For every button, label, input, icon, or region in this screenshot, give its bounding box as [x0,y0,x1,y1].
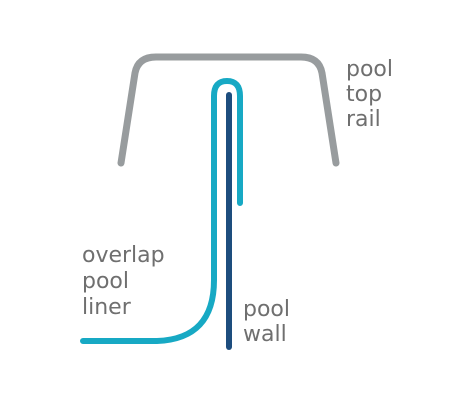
wall-label-line-2: wall [243,322,287,347]
rail-label-line-2: top [346,82,382,107]
pool-top-rail-label: pool top rail [346,57,393,132]
liner-label-line-3: liner [82,295,132,320]
overlap-pool-liner-shape [80,78,243,344]
liner-label-line-1: overlap [82,243,165,268]
liner-label-line-2: pool [82,269,129,294]
rail-label-line-1: pool [346,57,393,82]
wall-label-line-1: pool [243,297,290,322]
pool-top-rail-shape [117,53,340,167]
overlap-pool-liner-label: overlap pool liner [82,243,165,320]
rail-label-line-3: rail [346,107,381,132]
pool-wall-label: pool wall [243,297,290,347]
